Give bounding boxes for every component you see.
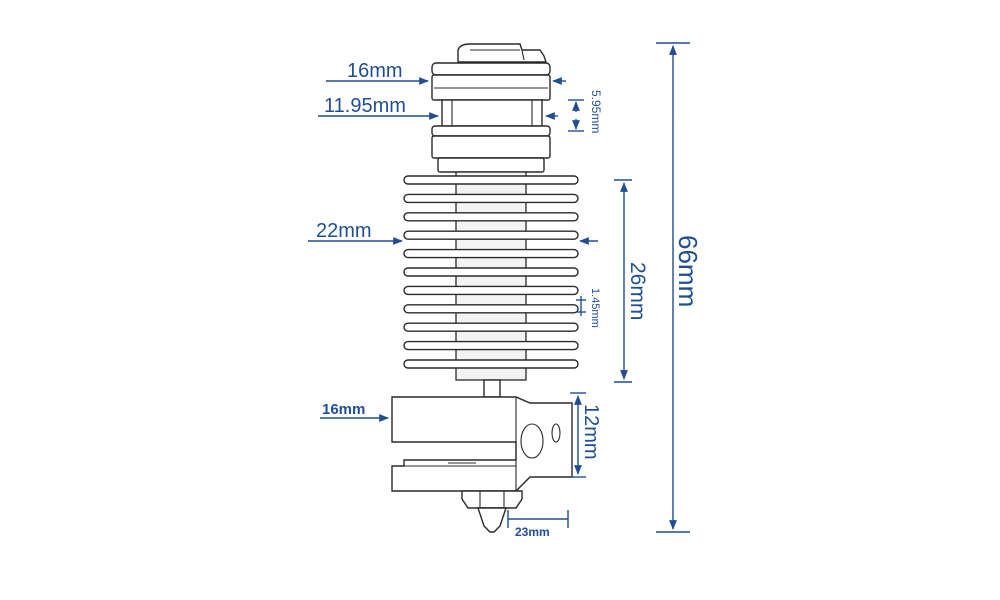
dim-fin-thickness: 1.45mm (576, 288, 601, 328)
heatsink-fin (403, 322, 579, 332)
heatsink-fin (403, 285, 579, 296)
label-overall-height: 66mm (673, 235, 703, 307)
label-fin-stack-height: 26mm (626, 262, 649, 320)
label-block-width: 16mm (322, 401, 365, 418)
heatsink-fins (403, 175, 579, 369)
label-neck-gap: 5.95mm (589, 90, 603, 133)
dim-nozzle-width: 23mm (507, 510, 569, 539)
dim-fin-stack-height: 26mm (614, 179, 649, 383)
spacer (437, 157, 545, 173)
label-block-height: 12mm (580, 404, 602, 460)
heatsink-fin (403, 267, 579, 277)
dim-block-height: 12mm (570, 392, 602, 478)
heatsink-fin (403, 304, 579, 314)
dimension-annotations: 16mm 11.95mm 5.95mm 22mm 26m (308, 42, 703, 539)
hotend-drawing (391, 43, 579, 533)
dim-fin-width: 22mm (308, 220, 598, 245)
label-fin-width: 22mm (316, 220, 372, 242)
heatsink-fin (403, 248, 579, 259)
label-top-ring-width: 16mm (347, 60, 403, 82)
label-nozzle-width: 23mm (515, 525, 550, 539)
heatsink-fin (403, 359, 579, 369)
bowden-coupling (457, 43, 547, 63)
heater-block (391, 396, 573, 492)
label-fin-thickness: 1.45mm (589, 288, 601, 328)
heat-break (483, 379, 501, 398)
heatsink-fin (403, 212, 579, 222)
dim-top-ring-width: 16mm (326, 60, 566, 85)
dim-neck-width: 11.95mm (318, 95, 558, 120)
nozzle (461, 490, 523, 533)
neck-tube (441, 99, 543, 127)
label-neck-width: 11.95mm (324, 95, 406, 117)
upper-ring (431, 125, 551, 159)
dim-neck-gap: 5.95mm (568, 90, 603, 133)
dim-overall-height: 66mm (656, 42, 703, 533)
heatsink-fin (403, 230, 579, 240)
top-ring (431, 62, 551, 101)
heatsink-fin (403, 193, 579, 204)
heatsink-fin (403, 340, 579, 351)
heatsink-fin (403, 175, 579, 185)
dim-block-width: 16mm (320, 401, 389, 422)
